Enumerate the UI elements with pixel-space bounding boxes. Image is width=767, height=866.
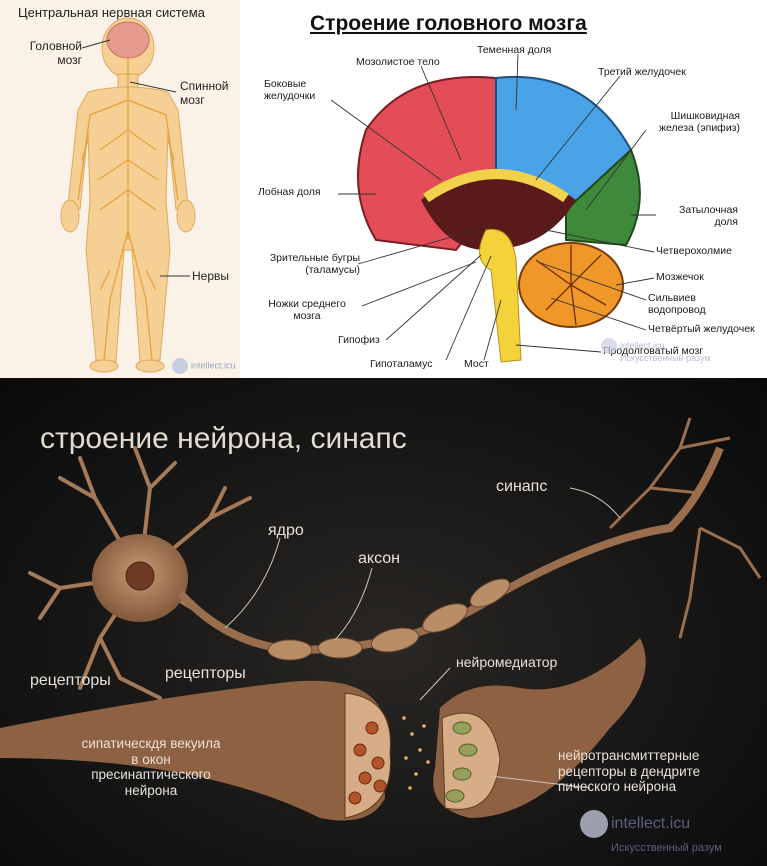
- cns-title: Центральная нервная система: [18, 5, 205, 20]
- label-fourth-ventricle: Четвёртый желудочек: [648, 323, 755, 335]
- label-parietal-lobe: Теменная доля: [477, 44, 552, 56]
- label-receptors-left: рецепторы: [30, 672, 111, 689]
- label-neurotransmitter-receptors: нейротрансмиттерные рецепторы в дендрите…: [558, 748, 701, 795]
- label-occipital-lobe: Затылочная доля: [679, 204, 738, 229]
- label-nucleus: ядро: [268, 522, 304, 539]
- cns-body-illustration: [60, 17, 196, 373]
- brain-title: Строение головного мозга: [310, 12, 587, 35]
- label-medulla: Продолговатый мозг: [603, 345, 704, 357]
- label-axon: аксон: [358, 550, 400, 567]
- brain-panel: Строение головного мозга Мозолистое тело…: [246, 0, 767, 378]
- brain-illustration: [330, 53, 656, 363]
- label-cerebral-peduncles: Ножки среднего мозга: [268, 298, 346, 323]
- cns-watermark: intellect.icu: [172, 358, 236, 374]
- label-aqueduct: Сильвиев водопровод: [648, 292, 706, 317]
- label-spinal-cord: Спинной мозг: [180, 79, 229, 107]
- label-quadrigemina: Четверохолмие: [656, 245, 732, 257]
- label-pons: Мост: [464, 358, 489, 370]
- watermark-logo-icon: [580, 810, 608, 838]
- label-vesicle: сипатическдя векуила в окон пресинаптиче…: [81, 736, 221, 798]
- label-neuromediator: нейромедиатор: [456, 654, 558, 670]
- neuron-watermark: intellect.icu Искусственный разум: [580, 810, 722, 856]
- label-brain: Головной мозг: [29, 39, 82, 67]
- label-third-ventricle: Третий желудочек: [598, 66, 686, 78]
- label-hypothalamus: Гипоталамус: [370, 358, 433, 370]
- label-receptors-mid: рецепторы: [165, 665, 246, 682]
- brain-watermark: intellect.icu Искусственный разум: [601, 338, 711, 364]
- neuron-panel: строение нейрона, синапс ядро аксон сина…: [0, 378, 767, 866]
- label-pineal-gland: Шишковидная железа (эпифиз): [658, 110, 740, 135]
- neuron-title: строение нейрона, синапс: [40, 422, 407, 455]
- watermark-logo-icon: [601, 338, 617, 354]
- label-lateral-ventricles: Боковые желудочки: [264, 78, 316, 103]
- label-nerves: Нервы: [192, 269, 230, 283]
- label-frontal-lobe: Лобная доля: [258, 186, 321, 198]
- label-corpus-callosum: Мозолистое тело: [356, 56, 440, 68]
- neuron-illustration: [0, 417, 762, 821]
- label-pituitary: Гипофиз: [338, 334, 380, 346]
- cns-panel: Центральная нервная система Головной моз…: [0, 0, 240, 378]
- label-synapse: синапс: [496, 478, 548, 495]
- label-cerebellum: Мозжечок: [656, 271, 704, 283]
- label-thalamus: Зрительные бугры (таламусы): [269, 252, 360, 277]
- watermark-logo-icon: [172, 358, 188, 374]
